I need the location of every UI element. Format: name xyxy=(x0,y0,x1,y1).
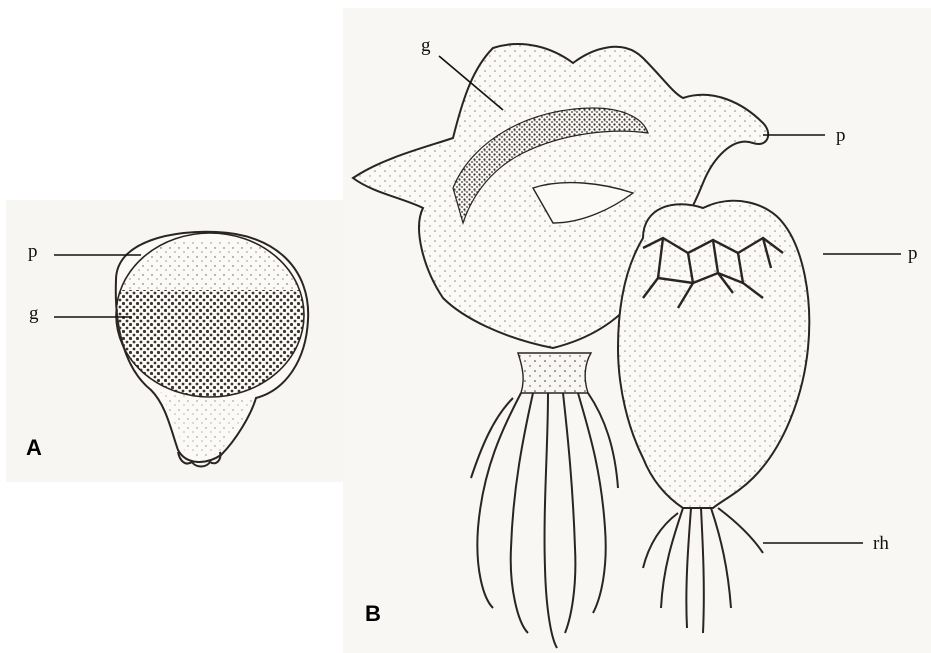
label-gleba-b: g xyxy=(421,36,431,55)
panel-b-drawing xyxy=(343,8,931,653)
label-peridium: p xyxy=(28,242,38,261)
panel-letter-b: B xyxy=(365,603,381,625)
label-peridium-upper: p xyxy=(836,126,846,145)
specimen-closed xyxy=(618,201,809,633)
label-rhizomorph: rh xyxy=(873,534,889,553)
label-peridium-lower: p xyxy=(908,244,918,263)
label-gleba: g xyxy=(29,304,39,323)
panel-letter-a: A xyxy=(26,437,42,459)
panel-a: p g A xyxy=(6,200,344,482)
panel-b: g p p rh B xyxy=(343,8,931,653)
panel-a-drawing xyxy=(6,200,344,482)
